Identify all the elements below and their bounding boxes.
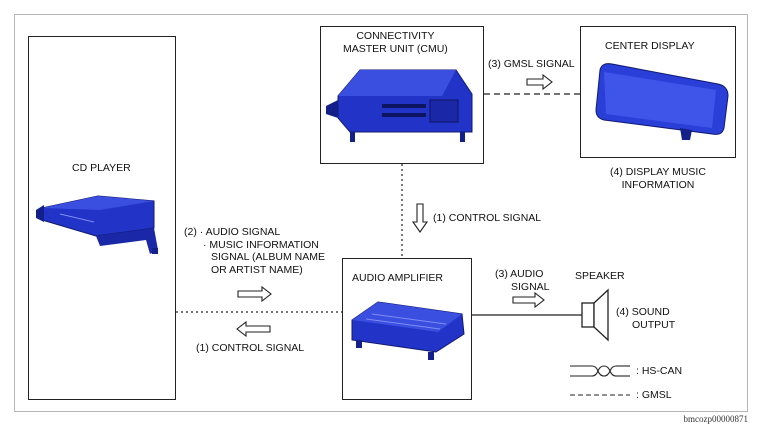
- audio-signal-line3: SIGNAL (ALBUM NAME: [211, 251, 325, 263]
- audio-signal-amp-label: (3) AUDIO SIGNAL: [495, 268, 550, 293]
- audio-signal-line2: · MUSIC INFORMATION: [203, 238, 319, 251]
- cd-player-icon: [36, 195, 158, 254]
- cmu-unit-icon: [326, 69, 473, 142]
- arrow-left-control-cd: [236, 320, 271, 338]
- center-display-label: CENTER DISPLAY: [605, 40, 695, 52]
- audio-signal-amp-line2: SIGNAL: [511, 280, 550, 293]
- amplifier-icon: [351, 301, 465, 360]
- control-signal-cmu-label: (1) CONTROL SIGNAL: [433, 212, 542, 224]
- sound-output-caption: (4) SOUND OUTPUT: [616, 306, 675, 331]
- speaker-label: SPEAKER: [575, 270, 625, 282]
- cmu-label: CONNECTIVITY MASTER UNIT (CMU): [343, 30, 448, 55]
- arrow-right-gmsl: [526, 73, 553, 91]
- center-display-icon: [595, 63, 729, 140]
- cmu-label-line2: MASTER UNIT (CMU): [343, 42, 448, 55]
- display-music-caption: (4) DISPLAY MUSIC INFORMATION: [588, 166, 728, 191]
- sound-output-line2: OUTPUT: [632, 318, 676, 331]
- gmsl-signal-label: (3) GMSL SIGNAL: [488, 58, 575, 70]
- display-music-line1: (4) DISPLAY MUSIC: [610, 166, 706, 178]
- display-music-line2: INFORMATION: [621, 178, 695, 191]
- sound-output-line1: (4) SOUND: [616, 306, 670, 318]
- control-signal-cd-label: (1) CONTROL SIGNAL: [196, 342, 305, 354]
- audio-amplifier-label: AUDIO AMPLIFIER: [352, 272, 444, 284]
- arrow-down-control: [411, 203, 429, 233]
- speaker-icon: [581, 288, 609, 342]
- diagram-frame: [14, 14, 748, 412]
- legend-gmsl-label: : GMSL: [636, 389, 672, 401]
- audio-signal-cd-label: (2) · AUDIO SIGNAL · MUSIC INFORMATION S…: [184, 226, 325, 276]
- legend-hs-can-label: : HS-CAN: [636, 365, 683, 377]
- arrow-right-audio-cd: [237, 285, 272, 303]
- cd-player-label: CD PLAYER: [72, 162, 131, 174]
- cmu-label-line1: CONNECTIVITY: [356, 30, 435, 42]
- audio-signal-amp-line1: (3) AUDIO: [495, 268, 544, 280]
- audio-signal-line1: (2) · AUDIO SIGNAL: [184, 226, 281, 238]
- audio-signal-line4: OR ARTIST NAME): [211, 263, 303, 276]
- arrow-right-audio-amp: [512, 291, 545, 309]
- legend-hs-can-symbol: [570, 365, 630, 377]
- figure-code: bmcozp00000871: [683, 414, 749, 424]
